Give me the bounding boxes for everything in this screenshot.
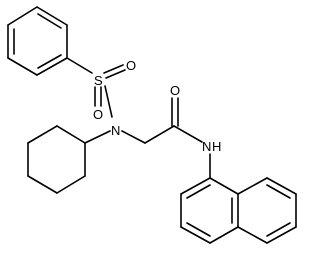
atom-nitrogen-sulfonamide: N	[111, 123, 120, 138]
phenyl-ring	[7, 6, 68, 76]
acetamide-chain	[144, 97, 211, 179]
atom-oxygen-lower: O	[93, 107, 103, 122]
sulfonyl-group	[66, 57, 126, 118]
atom-oxygen-upper: O	[126, 58, 136, 73]
naphthalene-ring-right	[237, 177, 297, 244]
atom-oxygen-carbonyl: O	[170, 83, 180, 98]
atom-hydrogen-amide: H	[212, 139, 221, 154]
cyclohexyl-ring	[27, 125, 86, 194]
atom-nitrogen-amide: N	[202, 139, 211, 154]
naphthalene-ring-left	[180, 177, 239, 244]
atom-sulfur: S	[94, 73, 103, 88]
n-substituent-bonds	[84, 130, 146, 144]
